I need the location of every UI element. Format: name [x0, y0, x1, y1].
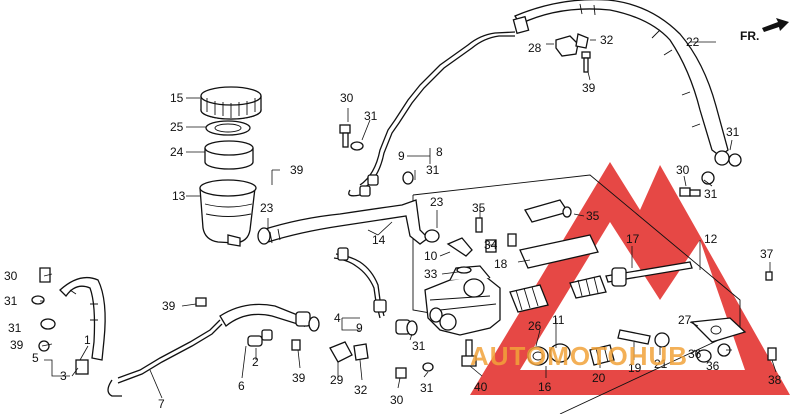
callout-30: 30 — [340, 91, 354, 105]
callout-30: 30 — [4, 269, 18, 283]
pipe-clip — [359, 171, 414, 197]
flexible-hose-lower — [59, 276, 106, 361]
clip-set — [31, 267, 89, 375]
callout-16: 16 — [538, 380, 552, 394]
callout-39: 39 — [162, 299, 176, 313]
callout-36: 36 — [688, 347, 702, 361]
callout-22: 22 — [686, 35, 700, 49]
bolt — [765, 271, 777, 361]
reservoir-band — [204, 140, 254, 170]
callout-19: 19 — [628, 361, 642, 375]
inlet-fitting — [446, 237, 473, 274]
callout-39: 39 — [582, 81, 596, 95]
hose-fitting — [247, 329, 273, 347]
direction-arrow-icon — [762, 18, 789, 32]
callout-30: 30 — [390, 393, 404, 407]
lower-fluid-pipe — [117, 319, 221, 379]
reservoir-gasket — [205, 120, 251, 136]
callout-36: 36 — [706, 359, 720, 373]
upper-fluid-pipe — [359, 31, 516, 186]
callout-6: 6 — [238, 379, 245, 393]
callout-25: 25 — [170, 120, 184, 134]
reservoir-cap — [200, 86, 262, 120]
callout-27: 27 — [678, 313, 692, 327]
callout-34: 34 — [484, 238, 498, 252]
callout-29: 29 — [330, 373, 344, 387]
flexible-hose-middle — [219, 303, 306, 328]
callout-7: 7 — [158, 397, 165, 411]
callout-2: 2 — [252, 355, 259, 369]
washer — [350, 141, 364, 151]
callout-20: 20 — [592, 371, 606, 385]
callout-40: 40 — [474, 380, 488, 394]
bolt — [195, 297, 301, 351]
callout-30: 30 — [676, 163, 690, 177]
callout-33: 33 — [424, 267, 438, 281]
callout-32: 32 — [600, 33, 614, 47]
callout-9: 9 — [398, 149, 405, 163]
callout-21: 21 — [654, 357, 668, 371]
callout-labels: 15 25 24 13 39 23 14 30 31 9 8 31 23 35 … — [4, 33, 782, 411]
callout-18: 18 — [494, 257, 508, 271]
hose-clamp — [424, 229, 440, 243]
callout-32: 32 — [354, 383, 368, 397]
callout-12: 12 — [704, 232, 718, 246]
callout-35: 35 — [472, 201, 486, 215]
callout-31: 31 — [364, 109, 378, 123]
bolt — [395, 362, 434, 379]
callout-1: 1 — [84, 333, 91, 347]
pedal-bracket — [519, 199, 599, 269]
callout-8: 8 — [436, 145, 443, 159]
callout-31: 31 — [8, 321, 22, 335]
callout-17: 17 — [626, 232, 640, 246]
callout-38: 38 — [768, 373, 782, 387]
callout-23: 23 — [260, 201, 274, 215]
callout-31: 31 — [726, 125, 740, 139]
watermark-text: AUTOMOTOHUB — [470, 341, 688, 371]
callout-4: 4 — [334, 311, 341, 325]
front-direction-indicator: FR. — [740, 18, 789, 43]
bolt — [581, 51, 591, 73]
pushrod-assembly — [509, 261, 747, 366]
assembly-outline — [412, 174, 741, 414]
reservoir-hose — [261, 199, 429, 245]
direction-label: FR. — [740, 29, 759, 43]
callout-13: 13 — [172, 189, 186, 203]
callout-14: 14 — [372, 233, 386, 247]
callout-31: 31 — [4, 294, 18, 308]
callout-31: 31 — [426, 163, 440, 177]
pipe-clamp — [329, 341, 369, 363]
bleed-screw — [475, 217, 517, 253]
pipe-bracket — [555, 33, 589, 57]
callout-39: 39 — [10, 338, 24, 352]
leader-lines — [40, 39, 777, 399]
hose-clamp — [257, 227, 271, 245]
callout-15: 15 — [170, 91, 184, 105]
callout-31: 31 — [412, 339, 426, 353]
hose-joint-nut — [395, 319, 418, 336]
flexible-hose-upper — [514, 0, 729, 157]
callout-39: 39 — [292, 371, 306, 385]
callout-31: 31 — [704, 187, 718, 201]
callout-23: 23 — [430, 195, 444, 209]
callout-39: 39 — [290, 163, 304, 177]
callout-26: 26 — [528, 319, 542, 333]
callout-31: 31 — [420, 381, 434, 395]
callout-24: 24 — [170, 145, 184, 159]
callout-28: 28 — [528, 41, 542, 55]
callout-5: 5 — [32, 351, 39, 365]
master-cylinder-body — [424, 265, 501, 336]
bolt — [339, 124, 351, 148]
reservoir-tank — [199, 179, 257, 247]
bolt — [461, 339, 477, 367]
callout-10: 10 — [424, 249, 438, 263]
callout-37: 37 — [760, 247, 774, 261]
callout-35: 35 — [586, 209, 600, 223]
callout-11: 11 — [552, 313, 565, 327]
callout-3: 3 — [60, 369, 67, 383]
callout-9: 9 — [356, 321, 363, 335]
